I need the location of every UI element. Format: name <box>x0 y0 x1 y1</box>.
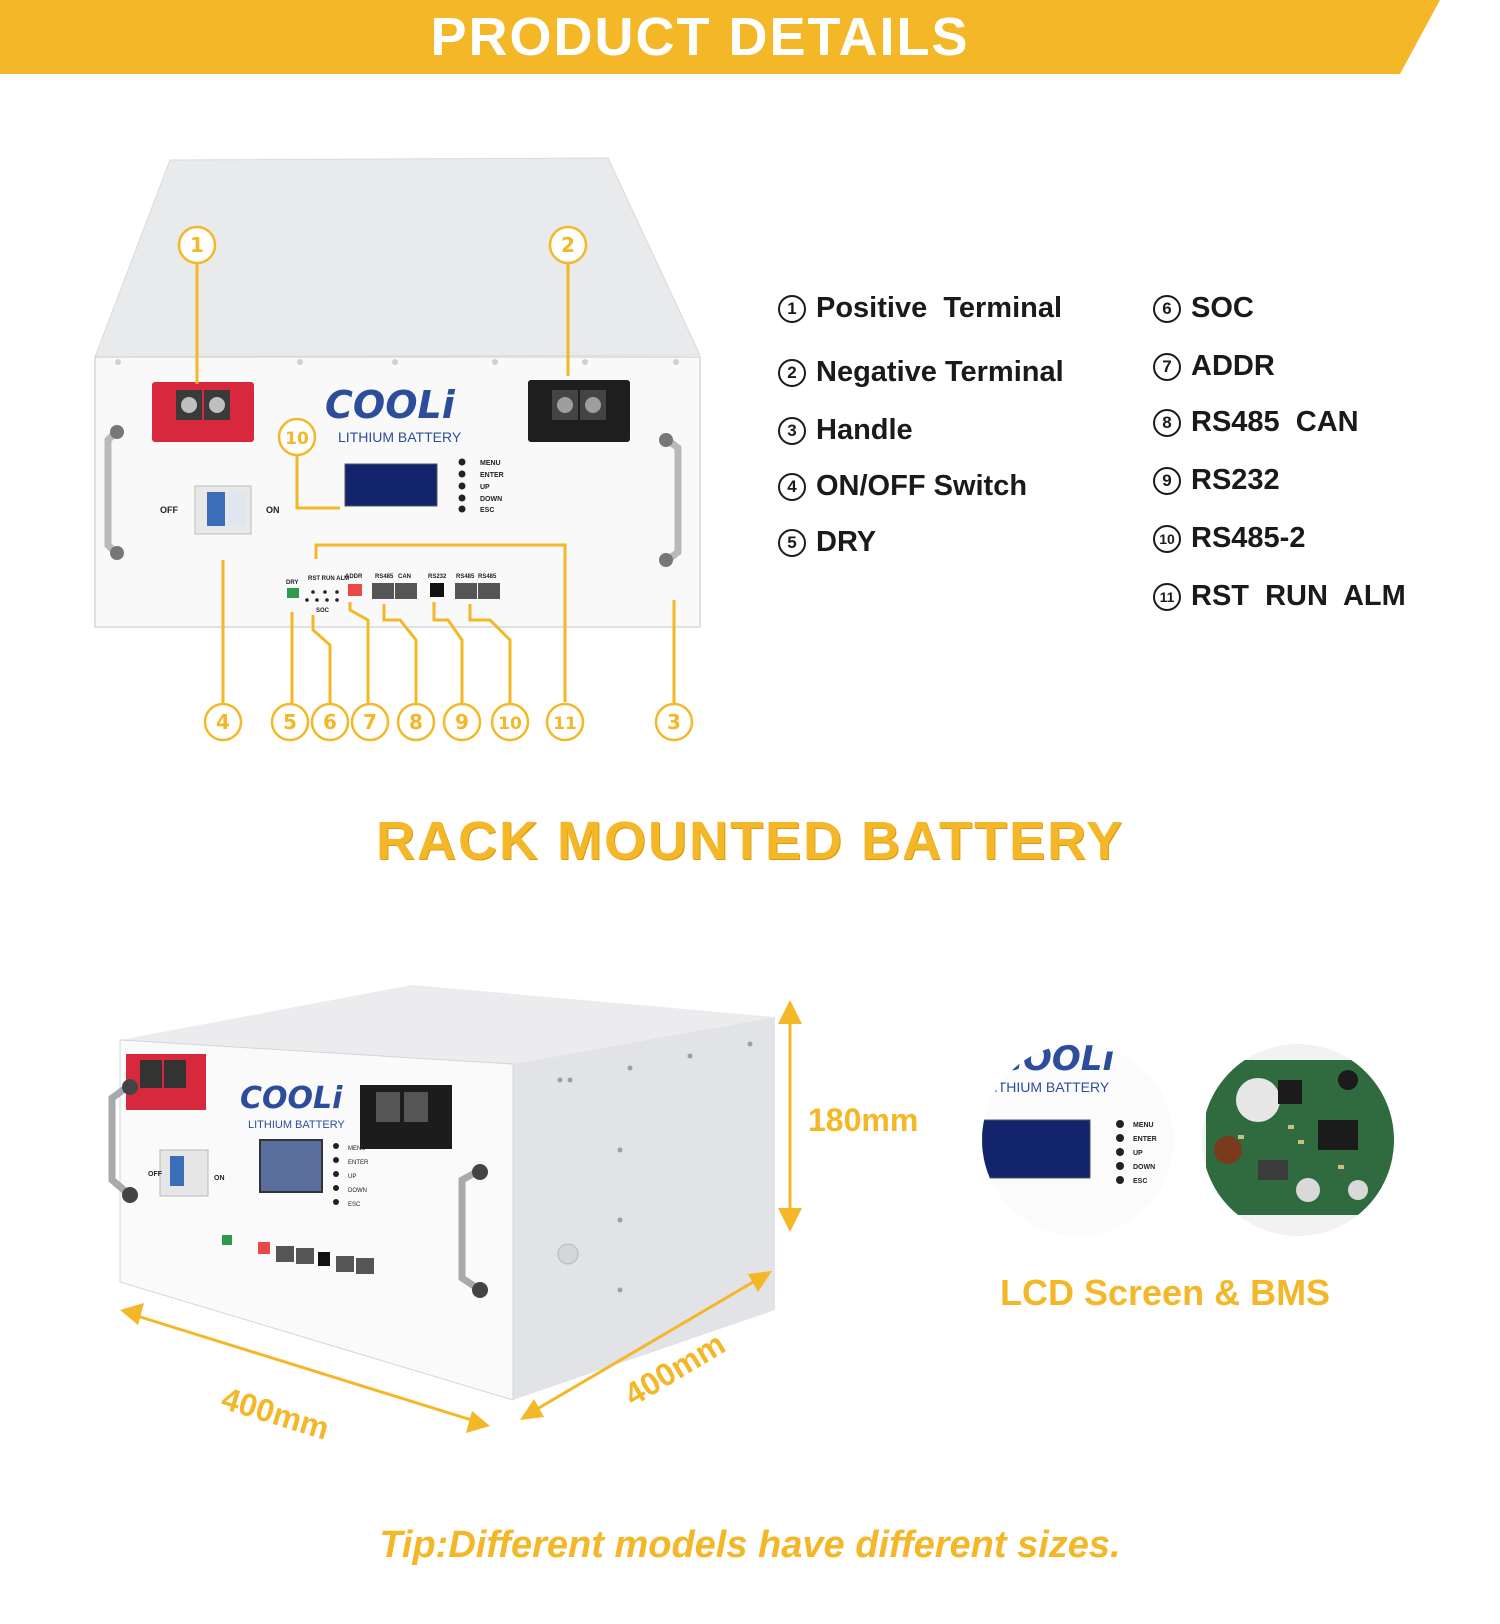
svg-text:RS485: RS485 <box>456 574 475 580</box>
positive-terminal <box>152 382 254 442</box>
svg-text:DRY: DRY <box>286 580 298 586</box>
legend-num-1: 1 <box>778 294 806 323</box>
callout-9: 9 <box>455 710 469 734</box>
svg-text:RS232: RS232 <box>428 574 447 580</box>
legend-label-1: Positive Terminal <box>816 292 1063 324</box>
callout-3: 3 <box>667 710 681 734</box>
svg-text:ON: ON <box>266 505 280 515</box>
callout-6: 6 <box>323 710 337 734</box>
legend-item-1: 1 Positive Terminal <box>778 292 1062 325</box>
port-panel: DRY RST RUN ALM SOC ADDR RS485 CAN RS232… <box>286 574 500 614</box>
svg-text:OFF: OFF <box>160 505 178 515</box>
legend-label-4: ON/OFF Switch <box>816 470 1028 502</box>
svg-text:RST RUN ALM: RST RUN ALM <box>308 576 349 582</box>
svg-text:UP: UP <box>1133 1150 1143 1157</box>
lcd-zoom-circle: COOLi LITHIUM BATTERY MENU ENTER UP DOWN… <box>982 1040 1174 1236</box>
svg-text:MENU: MENU <box>1133 1122 1154 1129</box>
svg-text:UP: UP <box>480 484 490 491</box>
svg-text:SOC: SOC <box>316 608 330 614</box>
svg-text:DOWN: DOWN <box>1133 1164 1155 1171</box>
svg-text:DOWN: DOWN <box>348 1188 367 1194</box>
svg-text:RS485: RS485 <box>375 574 394 580</box>
callout-1: 1 <box>190 233 204 257</box>
callout-10-lcd: 10 <box>285 429 309 449</box>
svg-text:UP: UP <box>348 1174 356 1180</box>
lcd-screen <box>344 463 438 507</box>
svg-text:LITHIUM BATTERY: LITHIUM BATTERY <box>248 1119 345 1131</box>
legend-label-11: RST RUN ALM <box>1191 580 1406 612</box>
lcd-zoom-screen <box>982 1119 1091 1179</box>
svg-text:RS485: RS485 <box>478 574 497 580</box>
svg-text:ESC: ESC <box>480 507 494 514</box>
negative-terminal <box>528 380 630 442</box>
battery-iso-diagram: COOLi LITHIUM BATTERY OFF ON MENU ENTER … <box>108 985 802 1433</box>
header-banner <box>0 0 1440 74</box>
callout-7: 7 <box>363 710 377 734</box>
svg-text:MENU: MENU <box>480 460 501 467</box>
callout-2: 2 <box>561 233 575 257</box>
svg-text:LITHIUM BATTERY: LITHIUM BATTERY <box>338 429 462 445</box>
tip-text: Tip:Different models have different size… <box>379 1524 1121 1566</box>
legend-label-5: DRY <box>816 526 877 558</box>
svg-text:DOWN: DOWN <box>480 496 502 503</box>
svg-text:ESC: ESC <box>348 1202 361 1208</box>
callout-11: 11 <box>553 714 577 734</box>
svg-text:ESC: ESC <box>1133 1178 1147 1185</box>
section-title: RACK MOUNTED BATTERY <box>376 811 1124 871</box>
svg-text:ON: ON <box>214 1175 225 1182</box>
svg-text:ADDR: ADDR <box>345 574 363 580</box>
legend-label-8: RS485 CAN <box>1191 406 1359 438</box>
svg-text:OFF: OFF <box>148 1171 163 1178</box>
brand-logo: COOLi <box>325 383 456 427</box>
svg-text:ENTER: ENTER <box>480 472 504 479</box>
callout-4: 4 <box>216 710 230 734</box>
legend-label-6: SOC <box>1191 292 1254 324</box>
callout-8: 8 <box>409 710 423 734</box>
svg-text:ENTER: ENTER <box>1133 1136 1157 1143</box>
battery-top-surface <box>95 158 700 357</box>
legend-label-10: RS485-2 <box>1191 522 1306 554</box>
callout-10: 10 <box>498 714 522 734</box>
svg-text:ENTER: ENTER <box>348 1160 369 1166</box>
bms-zoom-circle <box>1202 1044 1394 1236</box>
battery-front-diagram: COOLi LITHIUM BATTERY MENU ENTER UP DOWN… <box>94 157 701 742</box>
svg-text:MENU: MENU <box>348 1146 366 1152</box>
legend-label-3: Handle <box>816 414 913 446</box>
svg-text:LITHIUM BATTERY: LITHIUM BATTERY <box>986 1079 1110 1095</box>
legend-label-7: ADDR <box>1191 350 1275 382</box>
lcd-buttons: MENU ENTER UP DOWN ESC <box>458 458 504 514</box>
iso-lcd-screen <box>259 1139 323 1193</box>
on-off-switch: OFF ON <box>160 485 280 535</box>
lcd-bms-caption: LCD Screen & BMS <box>1000 1272 1331 1313</box>
callout-5: 5 <box>283 710 297 734</box>
svg-text:COOLi: COOLi <box>998 1040 1115 1079</box>
page-title: PRODUCT DETAILS <box>430 7 970 67</box>
legend-label-9: RS232 <box>1191 464 1280 496</box>
dimension-height: 180mm <box>808 1102 919 1138</box>
svg-text:COOLi: COOLi <box>240 1081 343 1116</box>
svg-text:CAN: CAN <box>398 574 411 580</box>
legend-label-2: Negative Terminal <box>816 356 1064 388</box>
